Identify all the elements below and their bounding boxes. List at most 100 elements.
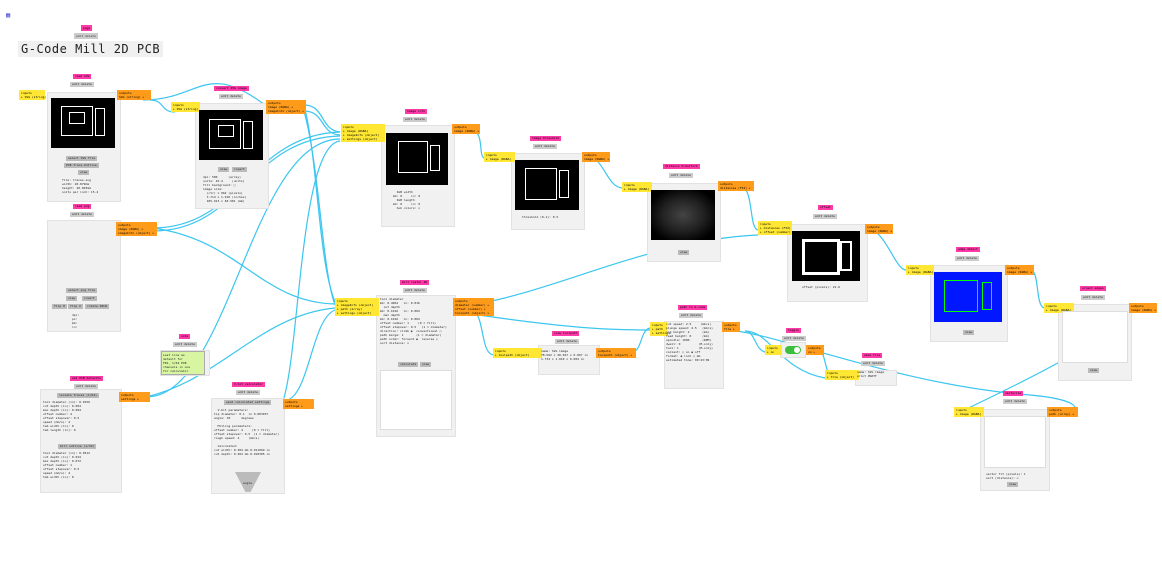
image-info-preview	[386, 133, 448, 185]
pcb-trace-outline-button[interactable]: PCB.Trace-Outline	[64, 163, 99, 168]
toggle-edit-delete[interactable]: edit delete	[782, 336, 806, 341]
threshold-edit-delete[interactable]: edit delete	[533, 144, 557, 149]
read-svg-edit-delete[interactable]: edit delete	[70, 82, 94, 87]
toggle-outputs[interactable]: outputs on ▸	[806, 345, 824, 355]
mill-raster-preview	[380, 370, 452, 430]
read-png-info: dpi: px: mm: in:	[72, 313, 80, 329]
isolate-traces-button[interactable]: isolate traces (1/64)	[57, 393, 99, 398]
view-toolpath-module[interactable]	[538, 345, 600, 375]
mill-raster-settings: tool diameter mm: 0.4064 in: 0.016 cut d…	[380, 297, 447, 345]
convert-svg-inputs[interactable]: inputs ▸ SVG (string)	[171, 102, 200, 112]
read-png-invert-button[interactable]: invert	[82, 296, 97, 301]
convert-svg-invert-button[interactable]: invert	[232, 167, 247, 172]
read-png-view-button[interactable]: view	[66, 296, 78, 301]
distance-transform-view-button[interactable]: view	[678, 250, 690, 255]
flip-v-button[interactable]: flip V	[68, 304, 83, 309]
convert-svg-view-button[interactable]: view	[218, 167, 230, 172]
view-toolpath-edit-delete[interactable]: edit delete	[555, 339, 579, 344]
path-to-gcode-inputs[interactable]: inputs ▸ path ▸ settings	[650, 322, 671, 336]
wire	[303, 110, 336, 306]
wire	[737, 184, 759, 231]
note-textarea[interactable]: Last line as default for FR1, 1/64 PCB c…	[161, 351, 205, 375]
mill-raster-edit-delete[interactable]: edit delete	[403, 288, 427, 293]
mill-raster-inputs[interactable]: inputs ▸ imageInfo (object) ▸ path (arra…	[335, 298, 379, 316]
toggle-switch[interactable]	[785, 346, 801, 354]
page-edit-delete[interactable]: edit delete	[74, 33, 98, 39]
image-info-edit-delete[interactable]: edit delete	[403, 117, 427, 122]
vbit-label: V-bit calculator	[232, 382, 265, 387]
orient-edges-preview	[1062, 311, 1128, 363]
edge-detect-outputs[interactable]: outputs image (RGBA) ▸	[1005, 265, 1034, 275]
wire	[471, 309, 494, 356]
offset-inputs[interactable]: inputs ▸ distances (F32) ▸ offset (numbe…	[758, 221, 792, 235]
vbit-outputs[interactable]: outputs settings ▸	[283, 399, 314, 409]
read-png-outputs[interactable]: outputs image (RGBA) ▸ imageInfo (object…	[116, 222, 157, 236]
save-file-edit-delete[interactable]: edit delete	[861, 361, 885, 366]
threshold-label: image threshold	[530, 136, 562, 141]
toggle-inputs[interactable]: inputs ▸ on	[765, 345, 782, 355]
view-toolpath-inputs[interactable]: inputs ▸ toolpath (object)	[493, 348, 542, 358]
read-svg-label: read SVG	[73, 74, 92, 79]
note-label: note	[179, 334, 191, 339]
mill-outline-button[interactable]: mill outline (1/32)	[58, 444, 97, 449]
vbit-edit-delete[interactable]: edit delete	[236, 390, 260, 395]
read-png-module[interactable]	[47, 220, 121, 332]
vectorize-label: vectorize	[1003, 391, 1024, 396]
orient-edges-edit-delete[interactable]: edit delete	[1081, 295, 1105, 300]
orient-edges-view-button[interactable]: view	[1088, 368, 1100, 373]
edge-detect-edit-delete[interactable]: edit delete	[955, 256, 979, 261]
convert-svg-outputs[interactable]: outputs image (RGBA) ▸ imageInfo (object…	[266, 100, 306, 114]
edge-detect-view-button[interactable]: view	[963, 330, 975, 335]
orient-edges-inputs[interactable]: inputs ▸ image (RGBA)	[1044, 303, 1074, 313]
read-svg-outputs[interactable]: outputs SVG (string) ▸	[117, 90, 151, 100]
send-calculated-settings-button[interactable]: send calculated settings	[224, 400, 272, 405]
pcb-defaults-outputs[interactable]: outputs settings ▸	[119, 392, 150, 402]
pcb-defaults-edit-delete[interactable]: edit delete	[74, 384, 98, 389]
wire	[1029, 269, 1045, 309]
vectorize-inputs[interactable]: inputs ▸ image (RGBA)	[954, 407, 984, 417]
isolate-traces-settings: tool diameter (in): 0.0156 cut depth (in…	[43, 400, 90, 432]
threshold-inputs[interactable]: inputs ▸ image (RGBA)	[484, 152, 515, 162]
select-png-file-button[interactable]: select png file	[66, 288, 98, 293]
offset-outputs[interactable]: outputs image (RGBA) ▸	[865, 224, 893, 234]
rotate-90cw-button[interactable]: rotate 90CW	[85, 304, 109, 309]
wire	[865, 227, 907, 271]
vectorize-edit-delete[interactable]: edit delete	[1003, 399, 1027, 404]
threshold-preview	[515, 160, 579, 210]
image-info-inputs[interactable]: inputs ▸ image (RGBA) ▸ imageInfo (objec…	[341, 124, 385, 142]
image-info-settings: IGB width mm: 0 in: 0 IGB length mm: 0 i…	[393, 190, 421, 210]
read-svg-inputs[interactable]: inputs ▸ SVG (string)	[19, 90, 47, 100]
orient-edges-outputs[interactable]: outputs image (RGBA) ▸	[1129, 303, 1157, 313]
path-to-gcode-settings: cut speed: 2.5 (mm/s) plunge speed: 2.5 …	[666, 322, 713, 362]
pcb-defaults-label: set PCB defaults	[70, 376, 103, 381]
select-svg-file-button[interactable]: select SVG file	[66, 156, 98, 161]
read-png-edit-delete[interactable]: edit delete	[70, 212, 94, 217]
path-to-gcode-edit-delete[interactable]: edit delete	[679, 313, 703, 318]
edge-detect-inputs[interactable]: inputs ▸ image (RGBA)	[906, 265, 934, 275]
path-to-gcode-outputs[interactable]: outputs file ▸	[722, 322, 740, 332]
pcb-defaults-module[interactable]	[40, 389, 122, 493]
distance-transform-edit-delete[interactable]: edit delete	[669, 173, 693, 178]
flip-h-button[interactable]: flip H	[52, 304, 67, 309]
save-file-inputs[interactable]: inputs ▸ file (object)	[825, 370, 859, 380]
mill-raster-view-button[interactable]: view	[420, 362, 432, 367]
distance-transform-outputs[interactable]: outputs distances (F32) ▸	[718, 181, 754, 191]
note-edit-delete[interactable]: edit delete	[173, 342, 197, 347]
calculate-button[interactable]: calculate	[398, 362, 419, 367]
distance-transform-inputs[interactable]: inputs ▸ image (RGBA)	[622, 182, 652, 192]
vectorize-outputs[interactable]: outputs path (array) ▸	[1047, 407, 1078, 417]
edge-detect-preview	[934, 272, 1002, 322]
path-to-gcode-module[interactable]	[664, 321, 724, 389]
vectorize-view-button[interactable]: view	[1007, 482, 1019, 487]
image-info-outputs[interactable]: outputs image (RGBA) ▸	[452, 124, 480, 134]
view-toolpath-outputs[interactable]: outputs toolpath (object) ▸	[596, 348, 636, 358]
offset-preview	[792, 231, 860, 281]
offset-edit-delete[interactable]: edit delete	[813, 214, 837, 219]
orient-edges-label: orient edges	[1080, 286, 1106, 291]
mill-raster-outputs[interactable]: outputs diameter (number) ▸ offset (numb…	[453, 298, 494, 316]
convert-svg-edit-delete[interactable]: edit delete	[219, 94, 243, 99]
read-svg-view-button[interactable]: view	[78, 170, 90, 175]
threshold-outputs[interactable]: outputs image (RGBA) ▸	[582, 152, 610, 162]
grid-icon[interactable]: ▦	[6, 11, 11, 19]
